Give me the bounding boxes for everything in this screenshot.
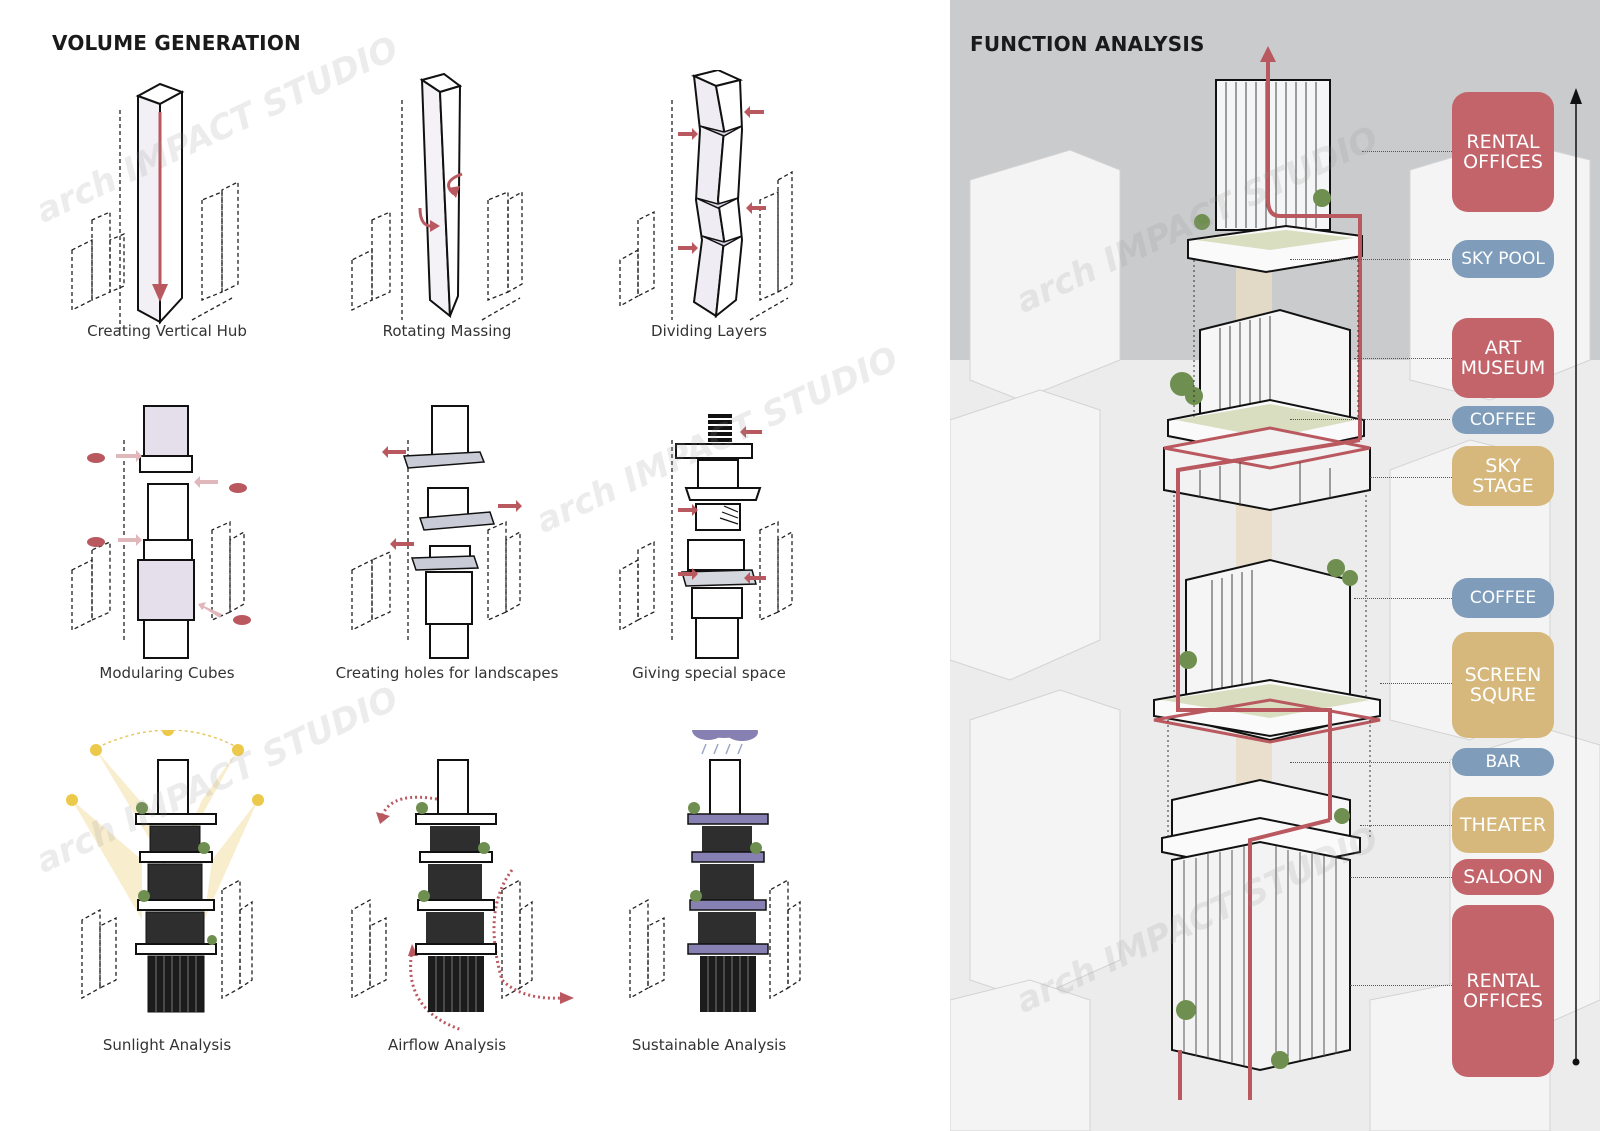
function-tag-coffee-upper: COFFEE [1452,406,1554,434]
leader-line [1350,985,1452,986]
step-airflow-analysis: Airflow Analysis [312,730,582,1060]
step-caption: Sunlight Analysis [102,1036,232,1054]
leader-line [1350,877,1452,878]
step-caption: Sustainable Analysis [631,1036,787,1054]
special-space-diagram [619,414,793,659]
leader-line [1354,358,1452,359]
leader-line [1354,598,1452,599]
leader-line [1290,762,1450,763]
sunlight-analysis-diagram [66,730,264,1013]
modularing-cubes-diagram [71,405,251,659]
function-analysis-title: FUNCTION ANALYSIS [970,32,1205,56]
step-creating-holes: Creating holes for landscapes [312,400,582,730]
leader-line [1362,151,1452,152]
step-rotating-massing: Rotating Massing [312,70,582,400]
function-tag-theater: THEATER [1452,797,1554,853]
step-sunlight-analysis: Sunlight Analysis [32,730,302,1060]
leader-line [1290,419,1450,420]
step-caption: Creating holes for landscapes [335,664,559,682]
step-creating-vertical-hub: Creating Vertical Hub [32,70,302,400]
function-tag-sky-pool: SKY POOL [1452,240,1554,278]
step-caption: Creating Vertical Hub [87,322,247,340]
step-modularing-cubes: Modularing Cubes [32,400,302,730]
step-caption: Airflow Analysis [387,1036,507,1054]
step-caption: Rotating Massing [382,322,512,340]
dividing-layers-diagram [619,70,793,321]
function-tag-sky-stage: SKY STAGE [1452,446,1554,506]
volume-generation-title: VOLUME GENERATION [52,31,301,55]
function-tag-rental-offices-top: RENTAL OFFICES [1452,92,1554,212]
leader-line [1370,477,1452,478]
step-caption: Giving special space [632,664,786,682]
rain-cloud-icon [692,730,758,755]
function-tag-saloon: SALOON [1452,859,1554,895]
function-tag-art-museum: ART MUSEUM [1452,318,1554,398]
step-caption: Dividing Layers [651,322,767,340]
function-analysis-panel: FUNCTION ANALYSIS RENTAL OFFICES SKY POO… [950,0,1600,1131]
creating-holes-diagram [351,405,522,659]
function-tag-screen-square: SCREEN SQURE [1452,632,1554,738]
sustainable-analysis-diagram [629,730,801,1012]
leader-line [1380,683,1452,684]
function-tag-rental-offices-bottom: RENTAL OFFICES [1452,905,1554,1077]
step-sustainable-analysis: Sustainable Analysis [574,730,844,1060]
step-caption: Modularing Cubes [99,664,235,682]
function-tag-coffee-lower: COFFEE [1452,578,1554,618]
vertical-hub-diagram [71,82,239,330]
leader-line [1360,825,1452,826]
airflow-analysis-diagram [351,759,574,1032]
leader-line [1290,259,1450,260]
rotating-massing-diagram [351,72,523,321]
step-dividing-layers: Dividing Layers [574,70,844,400]
step-giving-special-space: Giving special space [574,400,844,730]
volume-generation-panel: VOLUME GENERATION Creating Vertical Hub [32,31,844,1060]
function-tag-bar: BAR [1452,748,1554,776]
